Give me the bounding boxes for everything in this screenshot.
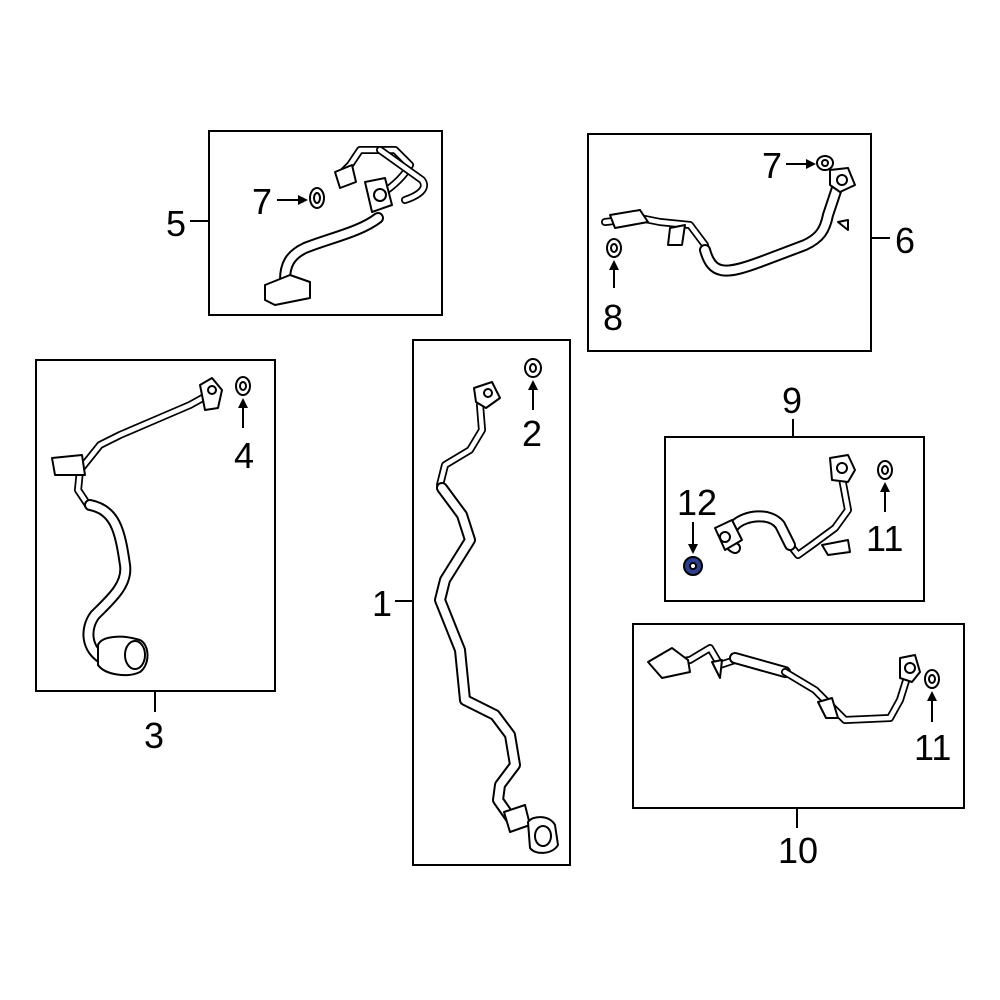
callout-11-upper[interactable]: 11 (866, 518, 903, 559)
hose-5 (264, 146, 428, 306)
arrowhead-2 (528, 380, 538, 390)
callout-7-upper-left[interactable]: 7 (252, 181, 272, 222)
callout-9[interactable]: 9 (782, 380, 802, 421)
hose-1 (434, 381, 559, 854)
callout-12[interactable]: 12 (677, 482, 717, 523)
part-group-10: 10 11 (632, 623, 965, 871)
part-group-1: 1 2 (372, 339, 571, 866)
callout-2[interactable]: 2 (522, 413, 542, 454)
washer-2-hole (529, 363, 537, 373)
part-box-3 (35, 359, 276, 692)
callout-11-lower[interactable]: 11 (914, 727, 951, 768)
callout-7-upper-right[interactable]: 7 (762, 145, 782, 186)
callout-4[interactable]: 4 (234, 435, 254, 476)
arrowhead-11-lower (927, 691, 937, 701)
callout-6[interactable]: 6 (895, 220, 915, 261)
washer-11-upper-hole (881, 465, 889, 475)
arrowhead-11-upper (880, 482, 890, 492)
callout-1[interactable]: 1 (372, 583, 392, 624)
callout-5[interactable]: 5 (166, 203, 186, 244)
part-group-3: 3 4 (35, 359, 276, 756)
arrowhead-7-upper-left (298, 195, 308, 205)
callout-3[interactable]: 3 (144, 715, 164, 756)
part-box-10 (632, 623, 965, 809)
arrowhead-7-upper-right (806, 159, 816, 169)
arrowhead-8 (609, 260, 619, 270)
callout-8[interactable]: 8 (603, 297, 623, 338)
hose-3 (51, 377, 223, 677)
washer-7-upper-left-hole (313, 192, 321, 204)
washer-12-hole (689, 562, 697, 570)
part-group-9: 9 12 11 (664, 380, 925, 602)
washer-4-hole (239, 381, 247, 391)
part-group-5: 5 7 (166, 130, 443, 316)
hose-6 (601, 167, 856, 277)
washer-8-hole (610, 243, 618, 253)
washer-11-lower-hole (928, 674, 936, 684)
arrowhead-12 (688, 544, 698, 554)
part-group-6: 6 7 8 (587, 133, 915, 352)
arrowhead-4 (238, 398, 248, 408)
hose-9 (714, 454, 856, 559)
washer-7-upper-right-hole (821, 159, 829, 167)
callout-10[interactable]: 10 (778, 830, 818, 871)
hose-10 (647, 644, 921, 724)
